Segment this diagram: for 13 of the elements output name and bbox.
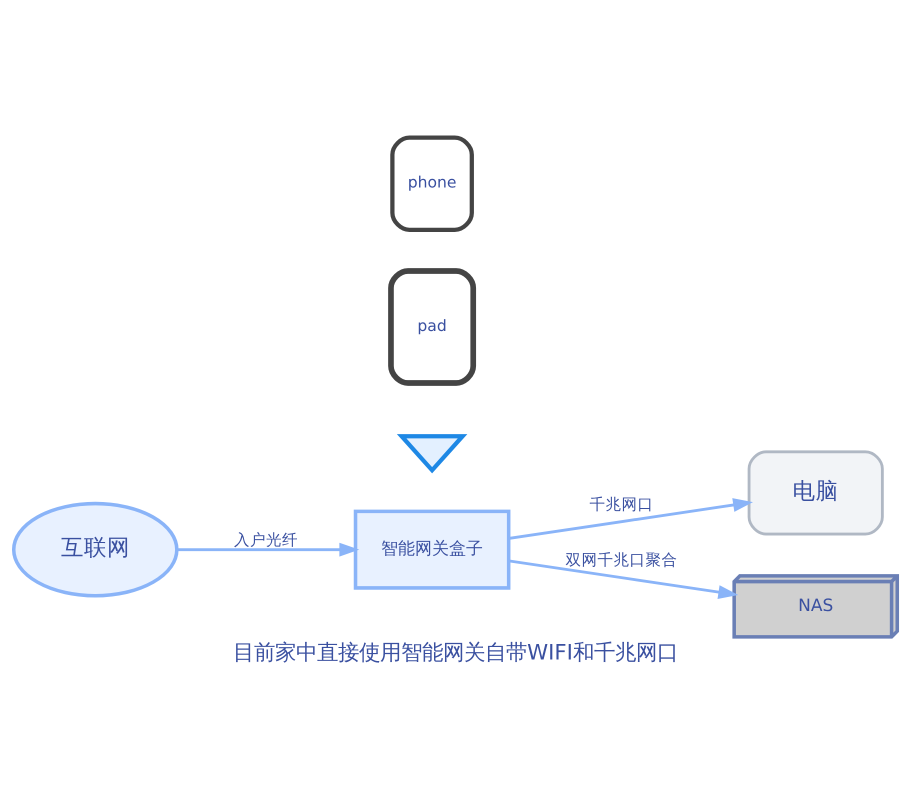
arrow	[177, 542, 360, 556]
arrow	[508, 498, 753, 540]
node-box: phone	[390, 135, 474, 232]
caption: 目前家中直接使用智能网关自带WIFI和千兆网口	[233, 640, 678, 666]
arrow	[508, 558, 738, 598]
edge-label: 入户光纤	[234, 530, 298, 549]
node-ellipse: 互联网	[12, 501, 179, 598]
node-box: 电脑	[748, 450, 884, 535]
node-box: pad	[388, 268, 476, 386]
edge-label: 双网千兆口聚合	[565, 550, 678, 568]
edge-label: 千兆网口	[589, 495, 654, 514]
node-box: 智能网关盒子	[354, 509, 510, 590]
node-picture	[396, 434, 468, 473]
